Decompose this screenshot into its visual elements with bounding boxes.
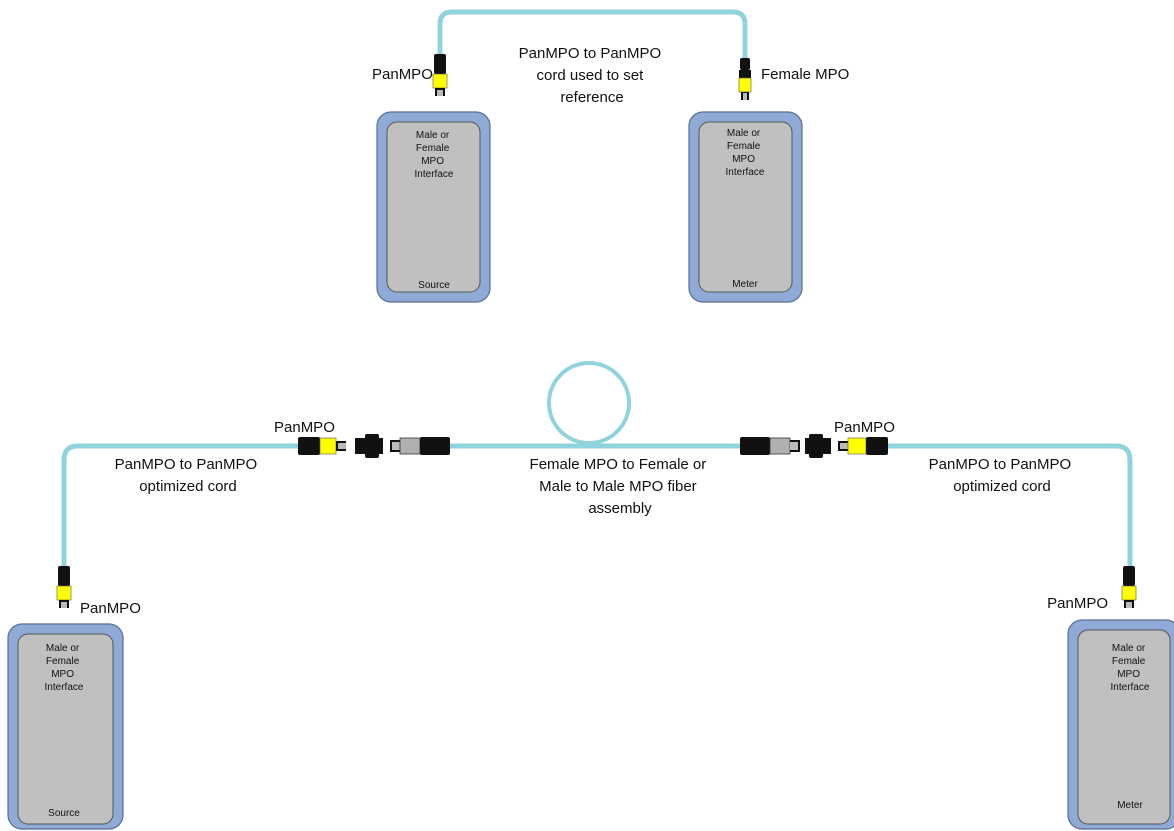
reference-left-connector-icon: [432, 53, 448, 97]
test-right-device-connector-icon: [1121, 565, 1137, 609]
test-section: PanMPO PanMPO PanMPO to PanMPO optimized…: [7, 361, 1174, 830]
test-left-assembly-connector-icon: [390, 437, 450, 455]
test-left-top-connector-label: PanMPO: [274, 419, 335, 436]
test-right-cord-label: PanMPO to PanMPO optimized cord: [929, 456, 1076, 495]
reference-source-device: Male or Female MPO Interface Source: [376, 111, 491, 303]
reference-right-connector-icon: [738, 58, 752, 100]
reference-cord-label-line-1: PanMPO to PanMPO: [519, 45, 662, 62]
test-left-cord: [61, 443, 310, 566]
reference-cord-label-line-3: reference: [560, 89, 623, 106]
test-right-panmpo-connector-icon: [838, 437, 888, 455]
test-source-name: Source: [48, 808, 80, 819]
test-right-cord: [866, 443, 1133, 566]
reference-section: PanMPO Female MPO PanMPO to PanMPO cord …: [372, 9, 849, 303]
test-fiber-assembly-label: Female MPO to Female or Male to Male MPO…: [530, 456, 711, 517]
test-fiber-loop: [547, 361, 631, 445]
test-right-top-connector-label: PanMPO: [834, 419, 895, 436]
test-right-adapter-icon: [805, 434, 831, 458]
test-right-assembly-connector-icon: [740, 437, 800, 455]
test-meter-name: Meter: [1117, 800, 1143, 811]
test-left-device-connector-icon: [56, 565, 72, 609]
reference-cord: [437, 9, 748, 60]
reference-meter-interface-label: Male or Female MPO Interface: [726, 128, 765, 178]
test-left-cord-label: PanMPO to PanMPO optimized cord: [115, 456, 262, 495]
test-meter-interface-label: Male or Female MPO Interface: [1111, 643, 1150, 693]
reference-source-interface-label: Male or Female MPO Interface: [415, 130, 454, 180]
reference-meter-name: Meter: [732, 279, 758, 290]
test-right-device-connector-label: PanMPO: [1047, 595, 1108, 612]
reference-meter-device: Male or Female MPO Interface Meter: [688, 111, 803, 303]
test-left-panmpo-connector-icon: [298, 437, 346, 455]
test-left-device-connector-label: PanMPO: [80, 600, 141, 617]
reference-left-connector-label: PanMPO: [372, 66, 433, 83]
test-source-device: Male or Female MPO Interface Source: [7, 623, 124, 830]
test-meter-device: Male or Female MPO Interface Meter: [1067, 619, 1174, 830]
test-left-adapter-icon: [355, 434, 383, 458]
reference-cord-label: PanMPO to PanMPO cord used to set refere…: [519, 45, 666, 106]
reference-source-name: Source: [418, 280, 450, 291]
test-source-interface-label: Male or Female MPO Interface: [45, 643, 84, 693]
reference-right-connector-label: Female MPO: [761, 66, 849, 83]
reference-cord-label-line-2: cord used to set: [537, 67, 645, 84]
